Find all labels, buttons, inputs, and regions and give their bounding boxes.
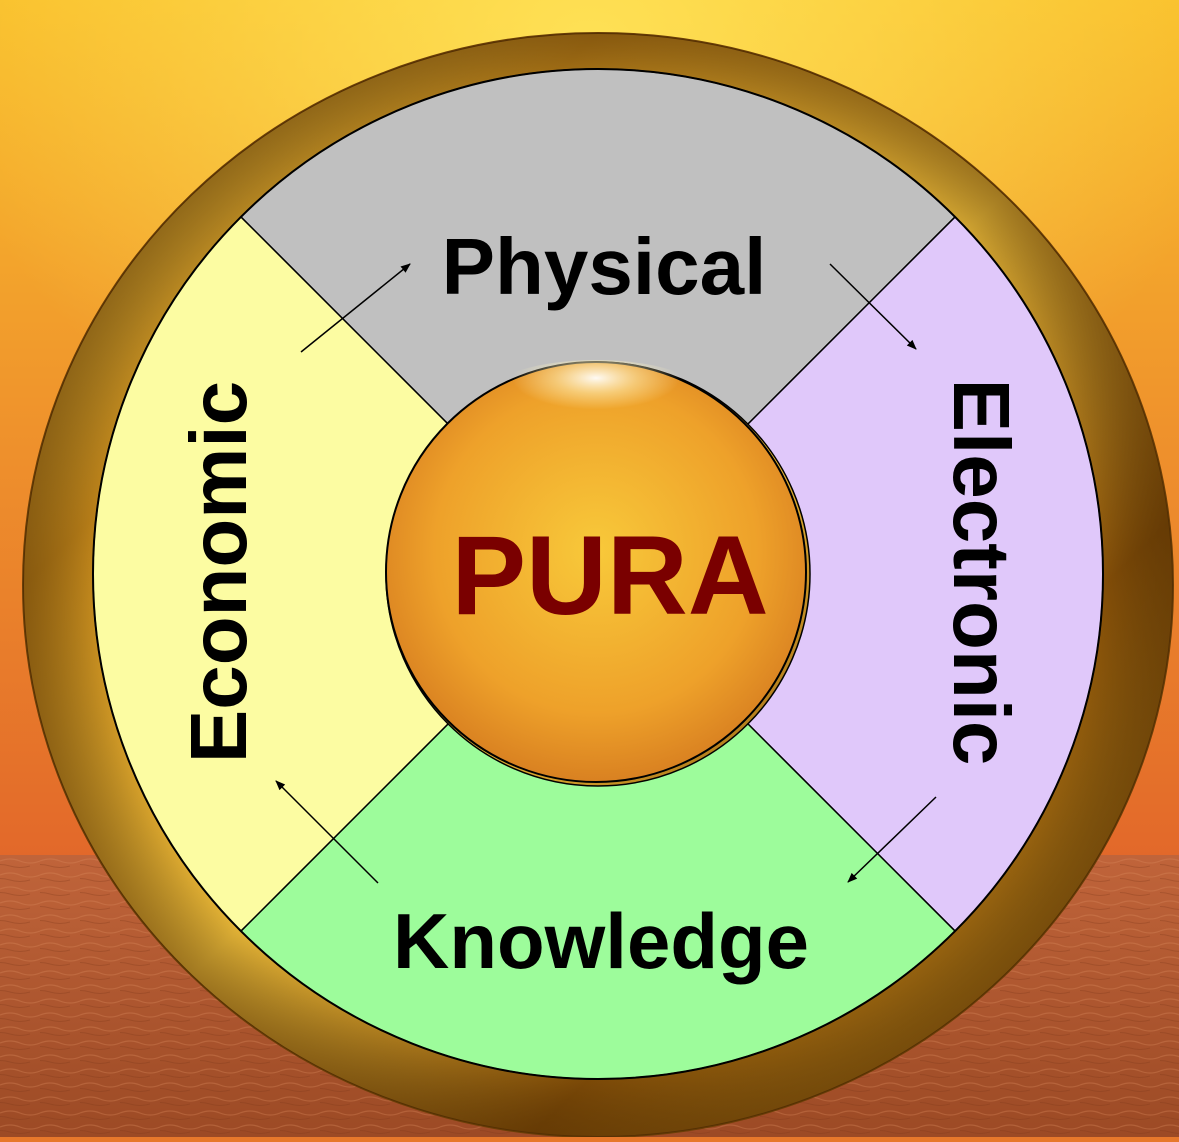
label-knowledge: Knowledge (393, 897, 809, 985)
label-electronic: Electronic (937, 379, 1026, 766)
arrow-economic-to-physical (300, 263, 411, 353)
arrow-electronic-to-knowledge (847, 796, 937, 883)
label-physical: Physical (442, 222, 767, 311)
arrow-physical-to-electronic (829, 263, 917, 350)
label-center-pura: PURA (451, 513, 768, 638)
center-highlight (476, 360, 716, 450)
label-economic: Economic (174, 381, 263, 763)
segment-disk-outline (92, 68, 1104, 1080)
arrow-knowledge-to-economic (275, 780, 379, 884)
